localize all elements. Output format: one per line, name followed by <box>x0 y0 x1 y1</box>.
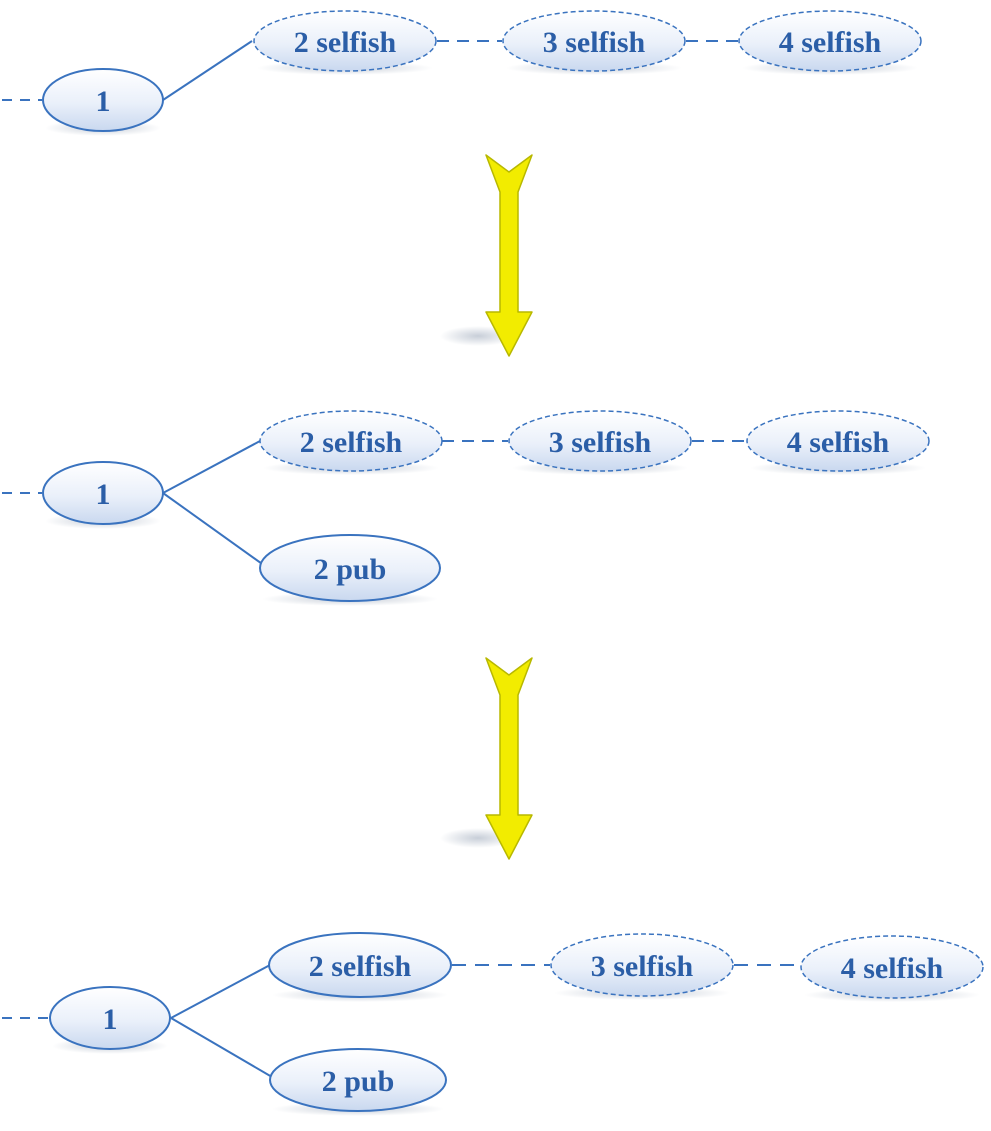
block-node-selfish: 3 selfish <box>550 933 734 1000</box>
block-node-public: 2 pub <box>269 1048 447 1116</box>
block-node-selfish: 2 selfish <box>253 10 437 75</box>
block-node-public: 2 pub <box>259 534 441 606</box>
fork-edge <box>162 492 266 567</box>
block-node-public: 2 selfish <box>268 932 452 1002</box>
fork-edge <box>162 40 253 101</box>
block-node-selfish: 2 selfish <box>259 410 443 475</box>
block-node-root: 1 <box>42 68 164 136</box>
node-label: 3 selfish <box>549 426 652 459</box>
down-arrow-icon <box>440 657 533 860</box>
stage-3: 1 2 selfish 3 selfish 4 selfish 2 pub <box>2 932 984 1116</box>
block-node-root: 1 <box>42 461 164 529</box>
node-label: 1 <box>96 85 111 118</box>
block-node-root: 1 <box>49 986 171 1054</box>
block-node-selfish: 3 selfish <box>502 10 686 75</box>
stage-1: 1 2 selfish 3 selfish 4 selfish <box>2 10 922 136</box>
node-label: 1 <box>103 1003 118 1036</box>
fork-edge <box>162 440 261 494</box>
node-label: 2 selfish <box>294 26 397 59</box>
node-label: 3 selfish <box>591 950 694 983</box>
fork-edge <box>170 1017 273 1078</box>
node-label: 3 selfish <box>543 26 646 59</box>
node-label: 2 selfish <box>300 426 403 459</box>
node-label: 2 pub <box>322 1065 395 1098</box>
fork-edge <box>170 964 271 1019</box>
block-node-selfish: 4 selfish <box>800 935 984 1002</box>
node-label: 4 selfish <box>779 26 882 59</box>
block-node-selfish: 4 selfish <box>746 410 930 475</box>
node-label: 1 <box>96 478 111 511</box>
node-label: 2 pub <box>314 553 387 586</box>
node-label: 2 selfish <box>309 950 412 983</box>
block-node-selfish: 3 selfish <box>508 410 692 475</box>
node-label: 4 selfish <box>841 952 944 985</box>
block-node-selfish: 4 selfish <box>738 10 922 75</box>
stage-2: 1 2 selfish 3 selfish 4 selfish 2 pub <box>2 410 930 606</box>
node-label: 4 selfish <box>787 426 890 459</box>
down-arrow-icon <box>440 154 533 357</box>
